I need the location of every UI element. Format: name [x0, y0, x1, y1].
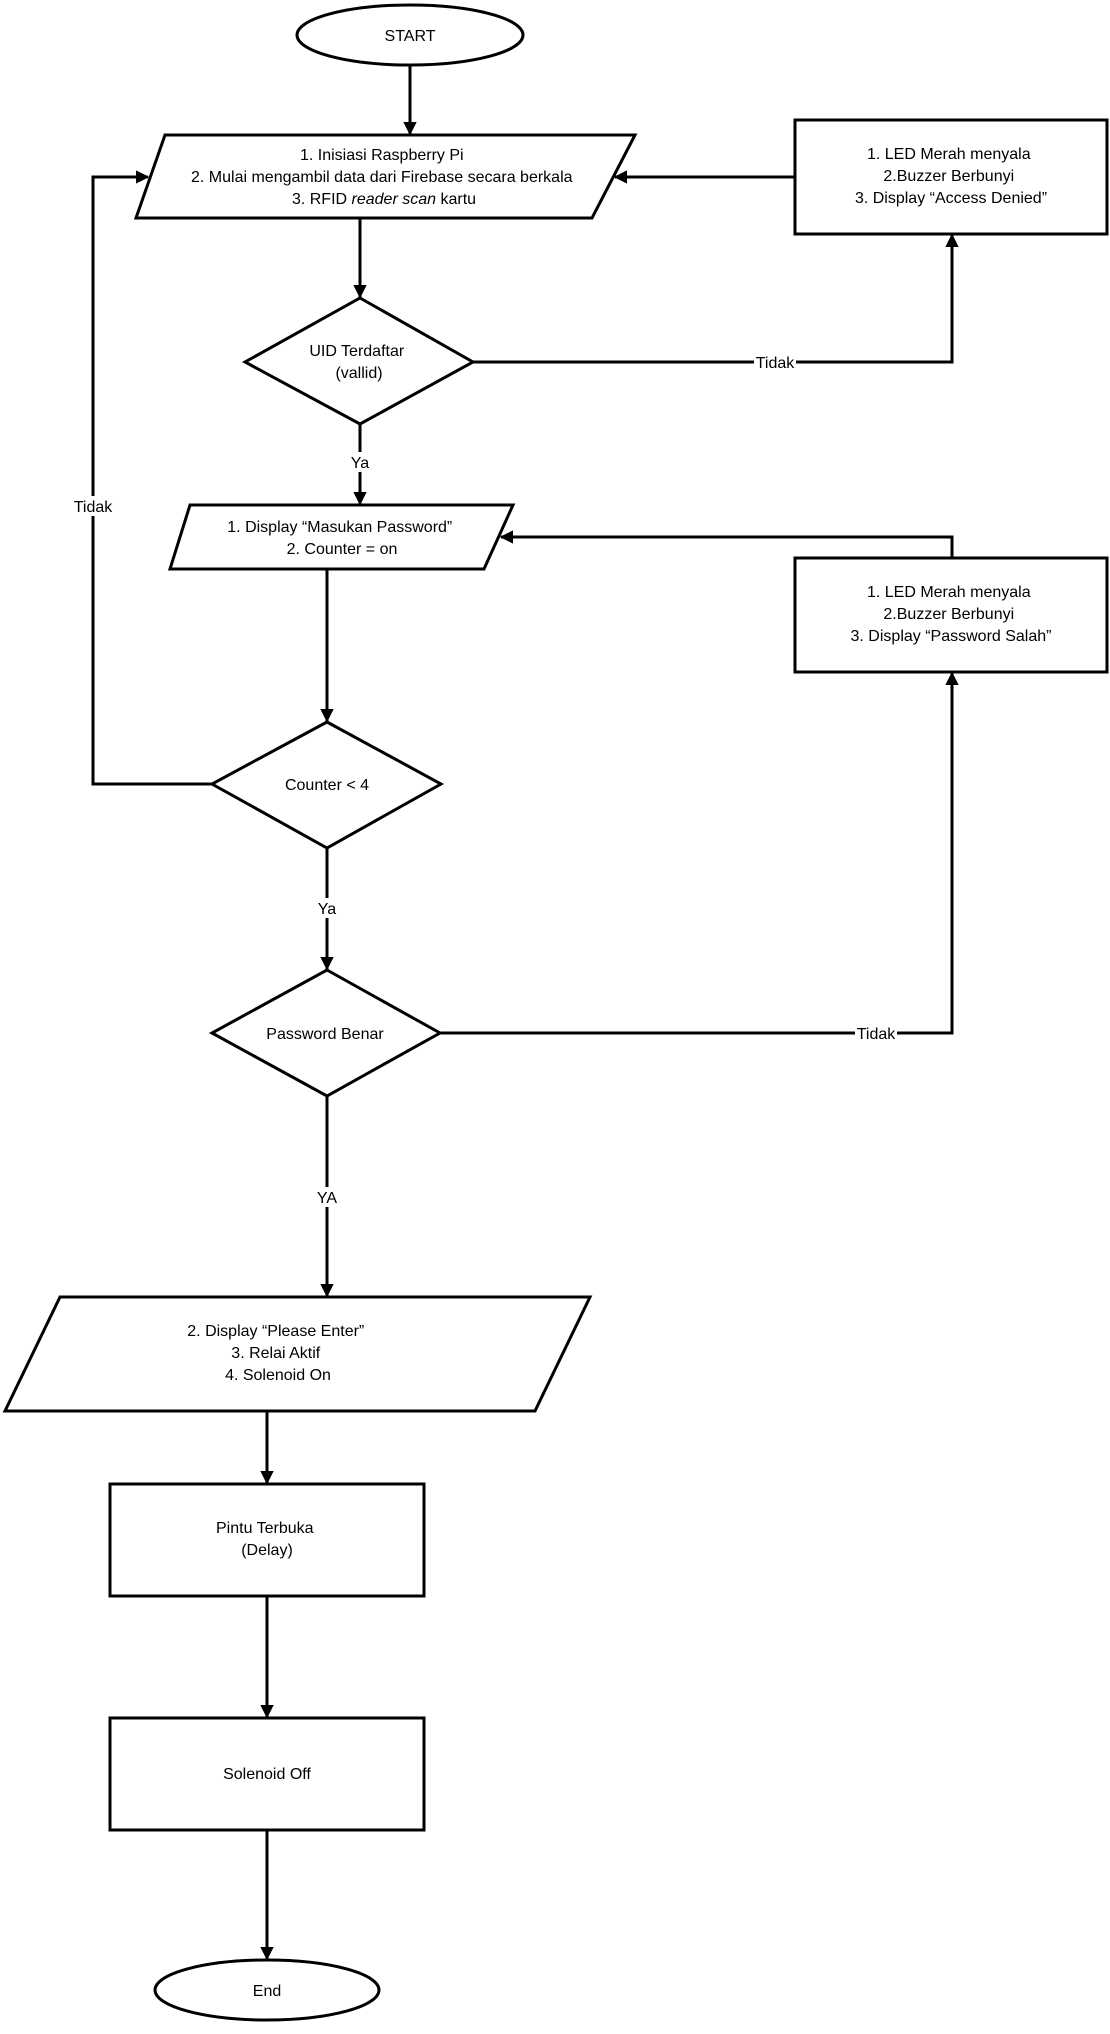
- denied-text: 1. LED Merah menyala 2.Buzzer Berbunyi 3…: [855, 146, 1047, 207]
- init-text: 1. Inisiasi Raspberry Pi 2. Mulai mengam…: [191, 147, 577, 208]
- password-prompt-parallelogram: [167, 503, 516, 571]
- uid-decision-text: UID Terdaftar (vallid): [309, 343, 408, 382]
- start-label: START: [385, 28, 436, 45]
- password-decision-text: Password Benar: [266, 1026, 384, 1043]
- arrow-uid-no-to-denied: [473, 233, 959, 364]
- label-password-no: Tidak: [857, 1026, 897, 1043]
- door-open-box: [108, 1482, 426, 1598]
- door-open-text: Pintu Terbuka (Delay): [216, 1520, 318, 1559]
- wrong-pw-text: 1. LED Merah menyala 2.Buzzer Berbunyi 3…: [851, 584, 1052, 645]
- solenoid-off-text: Solenoid Off: [223, 1766, 311, 1783]
- uid-decision: [241, 296, 477, 426]
- denied-line-3: 3. Display “Access Denied”: [855, 190, 1047, 207]
- end-label: End: [253, 1983, 281, 2000]
- door-line-1: Pintu Terbuka: [216, 1520, 314, 1537]
- label-counter-yes: Ya: [318, 901, 336, 918]
- arrow-password-no-to-wrong: [440, 671, 959, 1035]
- label-password-yes: YA: [317, 1190, 337, 1207]
- password-prompt-text: 1. Display “Masukan Password” 2. Counter…: [227, 519, 456, 558]
- enter-line-3: 4. Solenoid On: [225, 1367, 331, 1384]
- label-uid-no: Tidak: [756, 355, 796, 372]
- enter-line-1: 2. Display “Please Enter”: [187, 1323, 364, 1340]
- door-line-2: (Delay): [241, 1542, 293, 1559]
- arrow-wrong-to-prompt: [499, 530, 954, 558]
- uid-line-1: UID Terdaftar: [309, 343, 405, 360]
- wrong-line-1: 1. LED Merah menyala: [867, 584, 1031, 601]
- solenoid-off-box: [108, 1716, 426, 1832]
- init-line-3: 3. RFID reader scan kartu: [292, 191, 476, 208]
- wrong-line-3: 3. Display “Password Salah”: [851, 628, 1052, 645]
- access-denied-box: [793, 118, 1109, 236]
- label-counter-no: Tidak: [74, 499, 114, 516]
- prompt-line-2: 2. Counter = on: [287, 541, 398, 558]
- init-line-2: 2. Mulai mengambil data dari Firebase se…: [191, 169, 573, 186]
- please-enter-parallelogram: [2, 1295, 593, 1413]
- wrong-line-2: 2.Buzzer Berbunyi: [883, 606, 1014, 623]
- uid-line-2: (vallid): [335, 365, 382, 382]
- arrow-counter-no-to-init: [91, 170, 212, 786]
- init-parallelogram: [133, 133, 638, 220]
- denied-line-1: 1. LED Merah menyala: [867, 146, 1031, 163]
- init-line-1: 1. Inisiasi Raspberry Pi: [300, 147, 464, 164]
- label-uid-yes: Ya: [351, 455, 369, 472]
- enter-line-2: 3. Relai Aktif: [231, 1345, 320, 1362]
- please-enter-text: 2. Display “Please Enter” 3. Relai Aktif…: [187, 1323, 368, 1384]
- prompt-line-1: 1. Display “Masukan Password”: [227, 519, 452, 536]
- counter-decision-text: Counter < 4: [285, 777, 369, 794]
- denied-line-2: 2.Buzzer Berbunyi: [883, 168, 1014, 185]
